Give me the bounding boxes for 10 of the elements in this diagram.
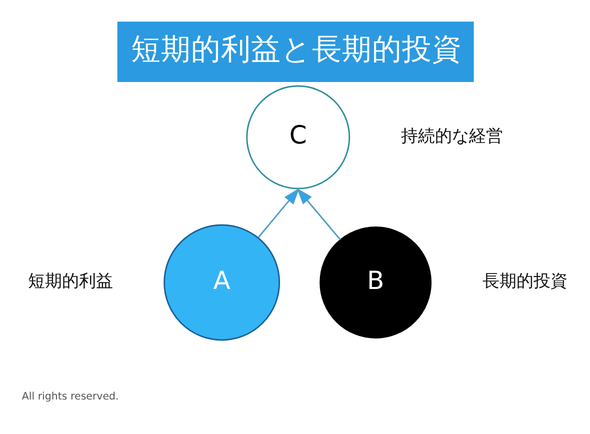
node-label: 短期的利益 <box>28 271 113 292</box>
node-label: 長期的投資 <box>482 271 568 292</box>
label: All rights reserved. <box>22 390 119 402</box>
node-circle: B <box>320 226 432 338</box>
diagram-title: 短期的利益と長期的投資 <box>131 32 462 66</box>
arrow <box>296 188 342 240</box>
node-circle: C <box>246 85 350 190</box>
node-circle: A <box>164 224 280 341</box>
arrow <box>258 188 300 238</box>
node-label: 持続的な経営 <box>400 126 503 146</box>
